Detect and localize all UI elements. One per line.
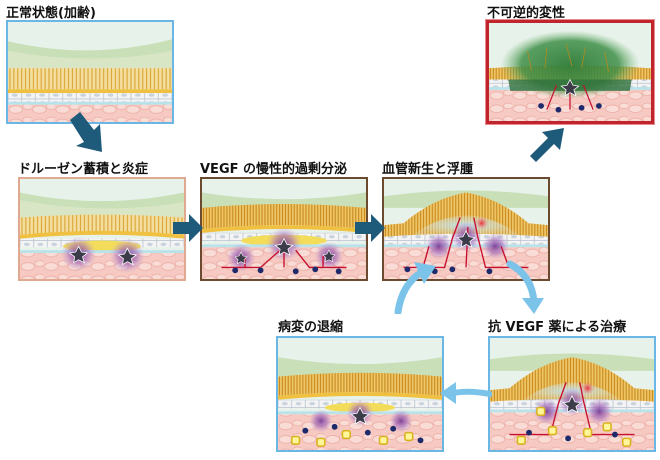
normal-retina-illustration (8, 22, 172, 122)
stage-treatment-title: 抗 VEGF 薬による治療 (488, 320, 627, 335)
arrow-normal-to-drusen (70, 112, 102, 152)
arrow-neovasc-to-irreversible (530, 128, 564, 162)
stage-vegf-title: VEGF の慢性的過剰分泌 (200, 162, 348, 177)
arrow-vegf-to-neovasc (355, 214, 385, 242)
stage-neovasc-panel (382, 177, 550, 281)
drusen-retina-illustration (20, 179, 184, 279)
treatment-retina-illustration (490, 338, 654, 450)
arrow-neovasc-to-treatment (506, 260, 544, 314)
stage-drusen-panel (18, 177, 186, 281)
stage-irreversible-panel (486, 20, 654, 124)
stage-vegf-panel (200, 177, 368, 281)
stage-irreversible-title: 不可逆的変性 (487, 6, 566, 21)
arrow-treatment-to-regression (440, 382, 492, 404)
stage-treatment-panel (488, 336, 656, 452)
vegf-retina-illustration (202, 179, 366, 279)
irreversible-retina-illustration (489, 23, 651, 121)
stage-normal-title: 正常状態(加齢) (6, 6, 96, 21)
stage-normal-panel (6, 20, 174, 124)
neovasc-retina-illustration (384, 179, 548, 279)
stage-neovasc-title: 血管新生と浮腫 (382, 162, 474, 177)
regression-retina-illustration (278, 338, 442, 450)
stage-regression-panel (276, 336, 444, 452)
stage-regression-title: 病変の退縮 (278, 320, 344, 335)
arrow-drusen-to-vegf (173, 214, 203, 242)
arrow-regression-back-to-neovasc (394, 262, 436, 314)
stage-drusen-title: ドルーゼン蓄積と炎症 (18, 162, 149, 177)
